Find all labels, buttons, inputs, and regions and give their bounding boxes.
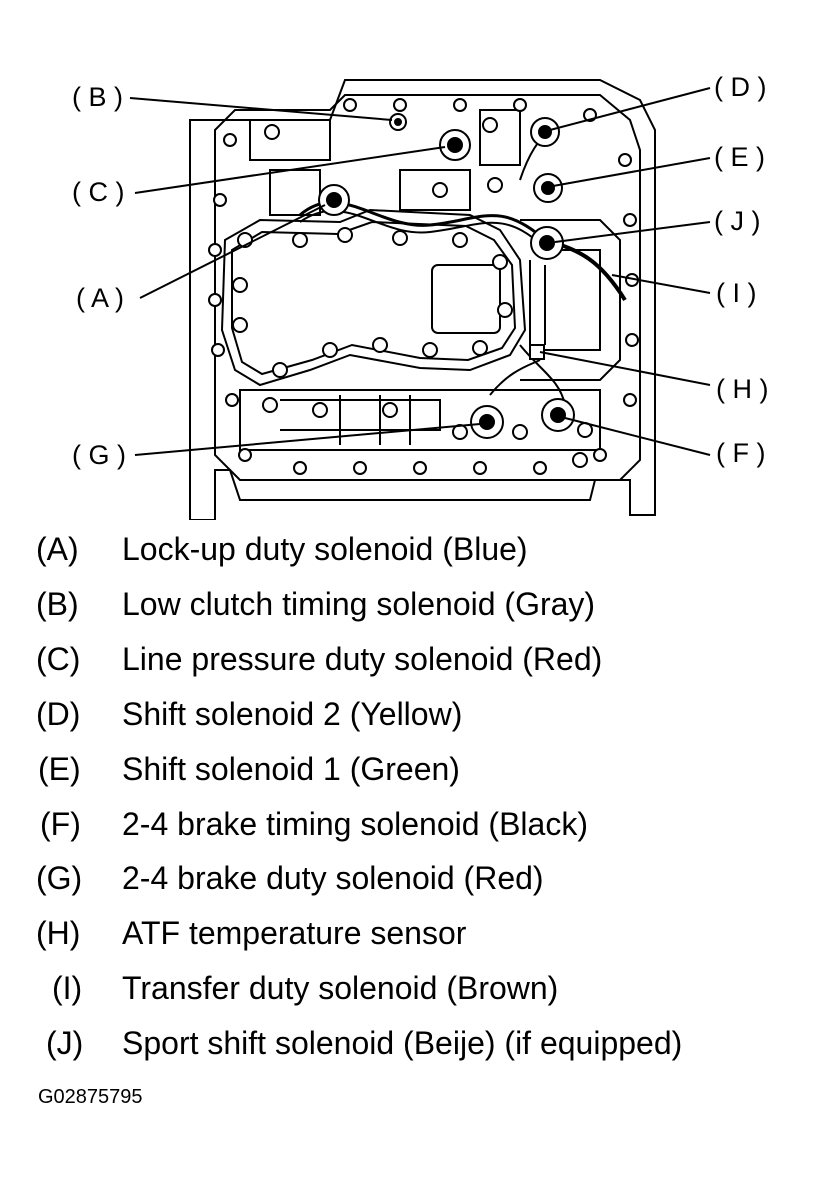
legend-text: Line pressure duty solenoid (Red)	[122, 641, 603, 677]
legend-code: (J)	[46, 1025, 84, 1061]
housing-outline	[189, 79, 656, 520]
callout-b: ( B )	[72, 82, 123, 112]
solenoid-d	[530, 117, 560, 147]
leader-line-j	[554, 221, 711, 243]
legend-code: (E)	[38, 751, 81, 787]
figure-id: G02875795	[38, 1086, 143, 1108]
leader-line-e	[552, 157, 711, 187]
solenoid-b	[389, 113, 407, 131]
callout-c: ( C )	[72, 177, 125, 207]
legend-text: Shift solenoid 1 (Green)	[122, 751, 460, 787]
solenoid-e	[533, 173, 563, 203]
solenoid-g	[470, 405, 504, 439]
access-window	[431, 264, 501, 334]
legend-code: (B)	[36, 586, 79, 622]
legend-code: (G)	[36, 860, 83, 896]
leader-line-i	[611, 274, 711, 294]
callout-j: ( J )	[714, 206, 761, 236]
legend-code: (I)	[52, 970, 83, 1006]
gasket-outline	[214, 94, 641, 481]
legend-code: (H)	[36, 915, 81, 951]
legend-text: 2-4 brake duty solenoid (Red)	[122, 860, 544, 896]
leader-line-c	[134, 146, 446, 194]
bolt-pattern	[208, 98, 639, 475]
callout-i: ( I )	[716, 278, 757, 308]
valve-body-diagram	[129, 79, 711, 520]
legend-text: Lock-up duty solenoid (Blue)	[122, 531, 528, 567]
solenoid-a	[318, 184, 350, 216]
solenoid-f	[541, 398, 575, 432]
legend-code: (D)	[36, 696, 81, 732]
solenoid-j	[530, 226, 564, 260]
legend-text: Low clutch timing solenoid (Gray)	[122, 586, 596, 622]
legend-code: (A)	[36, 531, 79, 567]
leader-line-b	[129, 97, 393, 121]
legend-text: 2-4 brake timing solenoid (Black)	[122, 806, 588, 842]
solenoid-c	[439, 129, 471, 161]
legend-code: (F)	[40, 806, 81, 842]
leader-line-a	[139, 204, 326, 299]
callout-g: ( G )	[72, 440, 126, 470]
legend-text: Shift solenoid 2 (Yellow)	[122, 696, 463, 732]
callout-f: ( F )	[716, 438, 766, 468]
callout-e: ( E )	[714, 142, 765, 172]
leader-line-d	[549, 87, 711, 131]
leader-line-h	[539, 351, 711, 386]
callout-d: ( D )	[714, 72, 767, 102]
valve-body-plate	[220, 208, 527, 387]
legend-code: (C)	[36, 641, 81, 677]
legend-text: Transfer duty solenoid (Brown)	[122, 970, 559, 1006]
legend-text: Sport shift solenoid (Beije) (if equippe…	[122, 1025, 683, 1061]
leader-line-g	[134, 423, 481, 456]
callout-h: ( H )	[716, 374, 769, 404]
leader-line-f	[564, 417, 711, 456]
legend-text: ATF temperature sensor	[122, 915, 467, 951]
callout-a: ( A )	[76, 283, 125, 313]
